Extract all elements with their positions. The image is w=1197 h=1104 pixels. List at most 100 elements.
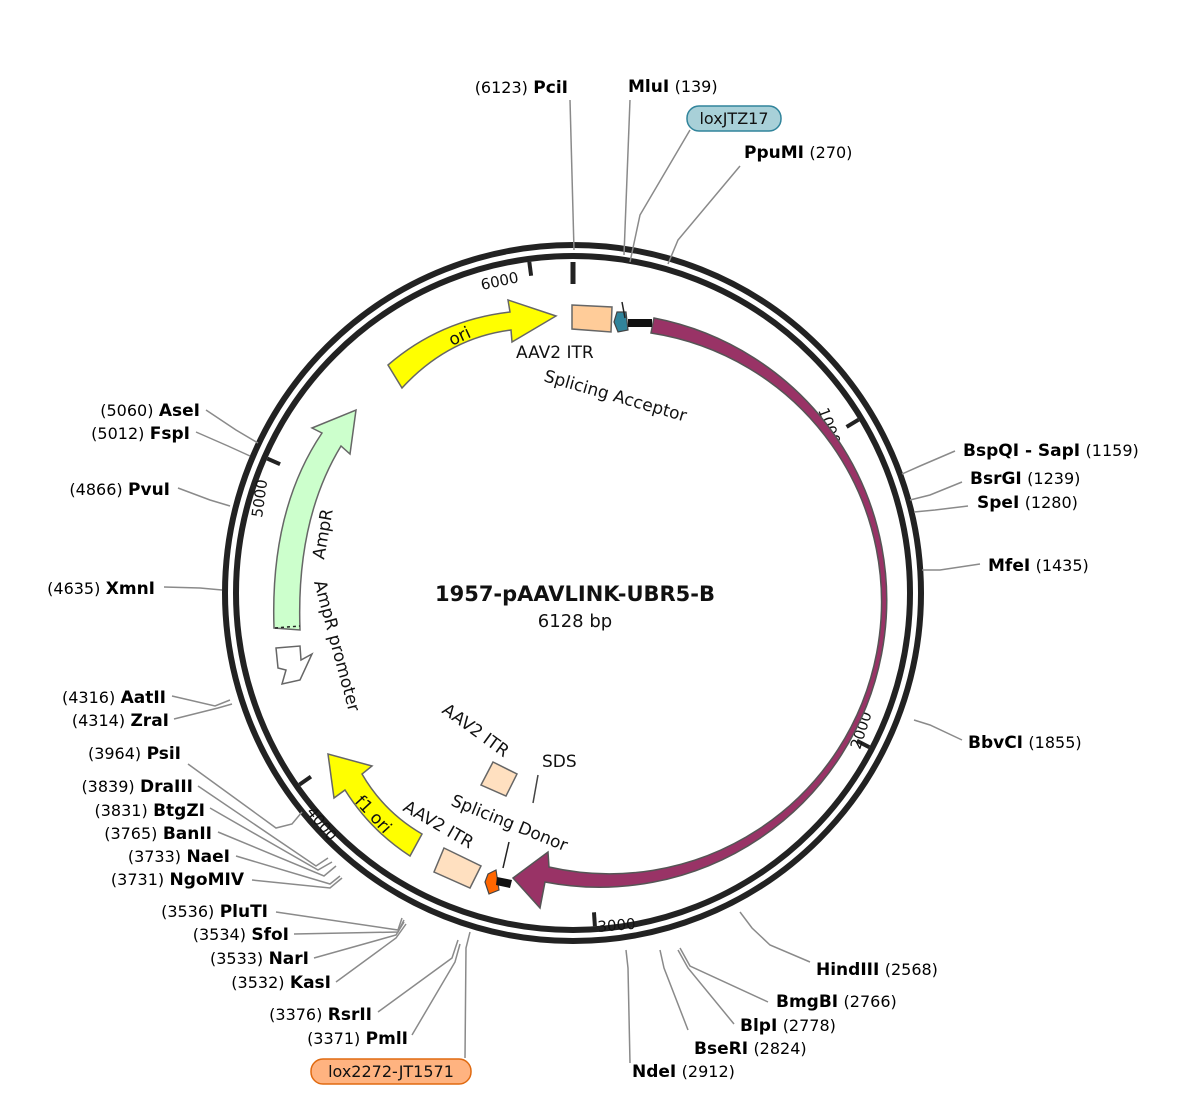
leader-aatii	[171, 695, 231, 707]
site-position: (2778)	[783, 1016, 836, 1035]
leader-mfei	[922, 563, 981, 571]
site-position: (1159)	[1086, 441, 1139, 460]
site-position: (1435)	[1036, 556, 1089, 575]
feature-itr-bottom[interactable]	[433, 846, 483, 889]
feature-f1-ori[interactable]	[327, 752, 424, 858]
site-name: RsrII	[328, 1005, 372, 1025]
site-bseri[interactable]: BseRI (2824)	[694, 1039, 807, 1059]
site-name: BlpI	[740, 1016, 777, 1036]
site-spei[interactable]: SpeI (1280)	[977, 493, 1078, 513]
site-name: KasI	[290, 973, 331, 993]
feature-ampr-promoter[interactable]	[275, 645, 314, 686]
site-sfoi[interactable]: (3534) SfoI	[193, 925, 289, 945]
site-bbvci[interactable]: BbvCI (1855)	[968, 733, 1082, 753]
site-name: BseRI	[694, 1039, 748, 1059]
site-position: (3533)	[210, 949, 263, 968]
site-name: PsiI	[147, 744, 181, 764]
site-blpi[interactable]: BlpI (2778)	[740, 1016, 836, 1036]
site-position: (3733)	[128, 847, 181, 866]
leader-nari	[313, 921, 405, 959]
site-position: (2912)	[682, 1062, 735, 1081]
feature-ampr-promoter-label: AmpR promoter	[309, 578, 363, 714]
leader-kasi	[335, 923, 407, 983]
leader-blpi	[677, 949, 735, 1025]
site-pluti[interactable]: (3536) PluTI	[161, 902, 268, 922]
site-position: (1280)	[1025, 493, 1078, 512]
site-position: (139)	[675, 77, 718, 96]
tick-label-6000: 6000	[479, 268, 520, 294]
boxed-label-loxjtz17-text: loxJTZ17	[699, 109, 768, 128]
plasmid-name: 1957-pAAVLINK-UBR5-B	[435, 582, 715, 606]
feature-ampr-label: AmpR	[309, 507, 338, 561]
site-name: PmlI	[366, 1029, 408, 1049]
site-name: PciI	[533, 78, 568, 98]
site-position: (1239)	[1027, 469, 1080, 488]
site-position: (3731)	[111, 870, 164, 889]
site-position: (3831)	[94, 801, 147, 820]
site-ppumi[interactable]: PpuMI (270)	[744, 143, 852, 163]
leader-asei	[205, 409, 259, 444]
site-position: (3376)	[269, 1005, 322, 1024]
site-position: (6123)	[475, 78, 528, 97]
leader-ngomiv	[251, 877, 343, 889]
leader-bbvci	[913, 719, 963, 741]
leader-hindiii	[739, 911, 811, 963]
site-position: (4314)	[72, 711, 125, 730]
site-btgzi[interactable]: (3831) BtgZI	[94, 801, 205, 821]
feature-ori[interactable]	[387, 298, 558, 390]
site-ngomiv[interactable]: (3731) NgoMIV	[111, 870, 245, 890]
site-draiii[interactable]: (3839) DraIII	[81, 777, 193, 797]
site-kasi[interactable]: (3532) KasI	[231, 973, 331, 993]
site-bsrgi[interactable]: BsrGI (1239)	[970, 469, 1080, 489]
site-aatii[interactable]: (4316) AatII	[62, 688, 166, 708]
feature-splicing-donor[interactable]	[484, 869, 500, 895]
site-position: (5012)	[91, 424, 144, 443]
leader-rsrii	[377, 939, 459, 1013]
site-mfei[interactable]: MfeI (1435)	[988, 556, 1089, 576]
site-hindiii[interactable]: HindIII (2568)	[816, 960, 938, 980]
tick-2000	[855, 738, 871, 749]
site-name: PluTI	[220, 902, 268, 922]
leader-sfoi	[293, 919, 405, 935]
site-pcii[interactable]: (6123) PciI	[475, 78, 568, 98]
site-banii[interactable]: (3765) BanII	[104, 824, 212, 844]
leader-loxjtz17	[629, 129, 691, 263]
site-position: (3371)	[307, 1029, 360, 1048]
site-bspqi-sapi[interactable]: BspQI - SapI (1159)	[963, 441, 1139, 461]
site-bmgbi[interactable]: BmgBI (2766)	[776, 992, 897, 1012]
boxed-label-loxjtz17[interactable]: loxJTZ17	[686, 105, 782, 132]
site-name: NaeI	[186, 847, 230, 867]
feature-itr-top[interactable]	[571, 304, 613, 333]
feature-ubr5[interactable]	[511, 317, 888, 910]
site-naei[interactable]: (3733) NaeI	[128, 847, 230, 867]
site-name: AatII	[121, 688, 166, 708]
site-fspi[interactable]: (5012) FspI	[91, 424, 190, 444]
site-pvui[interactable]: (4866) PvuI	[69, 480, 170, 500]
site-pmli[interactable]: (3371) PmlI	[307, 1029, 408, 1049]
leader-pluti	[275, 911, 403, 931]
sites-layer: (6123) PciI MluI (139) PpuMI (270) BspQI - …	[47, 77, 1139, 1082]
site-name: SpeI	[977, 493, 1019, 513]
site-psii[interactable]: (3964) PsiI	[88, 744, 181, 764]
site-name: BsrGI	[970, 469, 1022, 489]
site-name: PpuMI	[744, 143, 804, 163]
site-mlui[interactable]: MluI (139)	[628, 77, 718, 97]
leader-pvui	[177, 487, 231, 507]
feature-ubr5-label: UBR5	[844, 620, 872, 669]
feature-sds[interactable]	[532, 774, 539, 804]
site-asei[interactable]: (5060) AseI	[100, 401, 200, 421]
site-ndei[interactable]: NdeI (2912)	[632, 1062, 735, 1082]
site-name: NdeI	[632, 1062, 676, 1082]
site-nari[interactable]: (3533) NarI	[210, 949, 309, 969]
site-name: MluI	[628, 77, 669, 97]
feature-ampr[interactable]	[272, 408, 357, 631]
site-name: XmnI	[106, 579, 155, 599]
feature-sds-label: SDS	[542, 752, 577, 772]
feature-splicing-acceptor[interactable]	[613, 311, 629, 333]
boxed-label-lox2272[interactable]: lox2272-JT1571	[310, 1058, 472, 1085]
site-xmni[interactable]: (4635) XmnI	[47, 579, 155, 599]
site-zrai[interactable]: (4314) ZraI	[72, 711, 169, 731]
site-rsrii[interactable]: (3376) RsrII	[269, 1005, 372, 1025]
feature-itr-inner[interactable]	[479, 760, 519, 797]
site-name: NarI	[269, 949, 309, 969]
